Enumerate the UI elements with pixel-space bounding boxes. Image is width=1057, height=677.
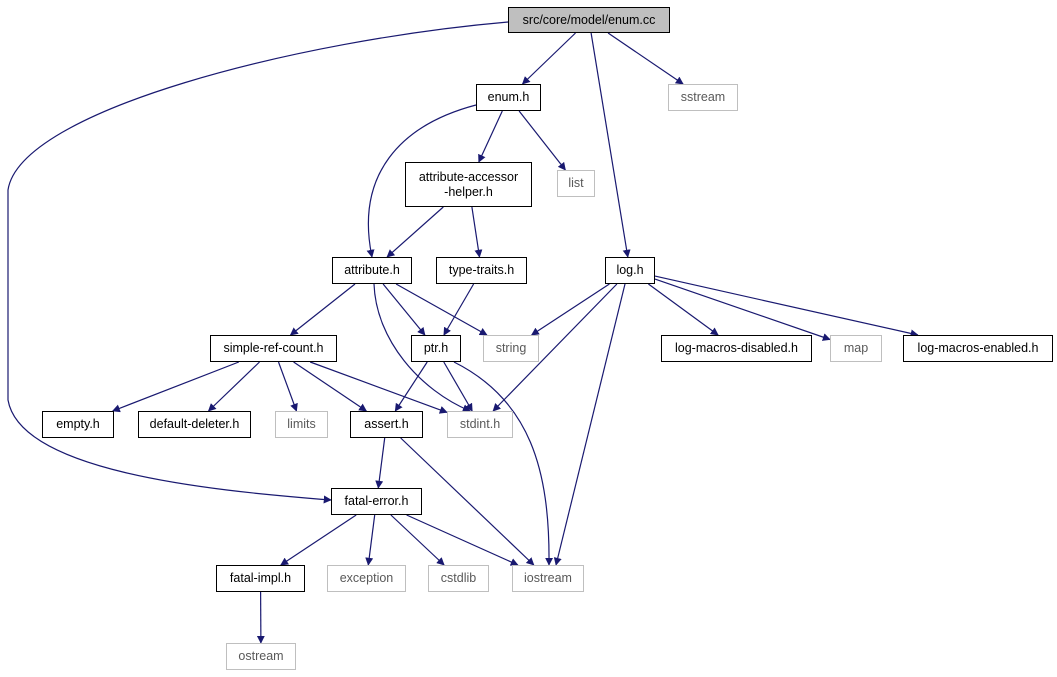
node-string: string — [483, 335, 539, 362]
node-label: fatal-error.h — [344, 494, 409, 508]
edge-ptr-h-to-assert-h — [394, 361, 428, 412]
node-label: type-traits.h — [448, 263, 515, 277]
node-label: list — [568, 176, 584, 190]
node-log-h[interactable]: log.h — [605, 257, 655, 284]
node-attribute-h[interactable]: attribute.h — [332, 257, 412, 284]
node-ostream: ostream — [226, 643, 296, 670]
edge-log-h-to-stdint-h — [492, 283, 618, 412]
node-stdint-h: stdint.h — [447, 411, 513, 438]
node-label: iostream — [524, 571, 572, 585]
edge-enum-h-to-attribute-accessor-helper-h — [478, 110, 503, 163]
edge-fatal-error-h-to-exception — [365, 514, 376, 566]
edge-enum-cc-to-sstream — [607, 32, 684, 85]
node-enum-h[interactable]: enum.h — [476, 84, 541, 111]
node-ptr-h[interactable]: ptr.h — [411, 335, 461, 362]
node-empty-h[interactable]: empty.h — [42, 411, 114, 438]
edge-attribute-h-to-ptr-h — [382, 283, 426, 336]
node-attribute-accessor-helper-h[interactable]: attribute-accessor -helper.h — [405, 162, 532, 207]
edge-simple-ref-count-h-to-limits — [277, 361, 298, 412]
node-label: src/core/model/enum.cc — [522, 12, 656, 27]
node-label: string — [495, 341, 527, 355]
edge-enum-h-to-list — [518, 110, 566, 171]
node-label: enum.h — [487, 90, 530, 104]
edge-fatal-error-h-to-fatal-impl-h — [280, 514, 357, 566]
edge-simple-ref-count-h-to-assert-h — [293, 361, 368, 412]
node-label: attribute.h — [344, 263, 400, 277]
edge-log-h-to-string — [530, 283, 610, 336]
node-fatal-impl-h[interactable]: fatal-impl.h — [216, 565, 305, 592]
node-label: assert.h — [364, 417, 409, 431]
node-enum-cc[interactable]: src/core/model/enum.cc — [508, 7, 670, 33]
node-label-line1: attribute-accessor — [418, 169, 519, 184]
node-label: sstream — [680, 90, 726, 104]
node-label: log-macros-enabled.h — [917, 341, 1039, 355]
node-simple-ref-count-h[interactable]: simple-ref-count.h — [210, 335, 337, 362]
edge-simple-ref-count-h-to-stdint-h — [309, 361, 448, 414]
edge-log-h-to-log-macros-enabled-h — [654, 275, 919, 338]
node-label: stdint.h — [459, 417, 501, 431]
node-label: cstdlib — [440, 571, 477, 585]
edge-enum-cc-to-log-h — [590, 32, 631, 258]
node-label: exception — [339, 571, 394, 585]
node-assert-h[interactable]: assert.h — [350, 411, 423, 438]
edge-log-h-to-map — [654, 278, 831, 341]
node-map: map — [830, 335, 882, 362]
edge-simple-ref-count-h-to-empty-h — [111, 361, 240, 413]
node-exception: exception — [327, 565, 406, 592]
node-iostream: iostream — [512, 565, 584, 592]
node-label: fatal-impl.h — [229, 571, 292, 585]
edge-enum-cc-to-fatal-error-h — [7, 21, 509, 504]
node-label: log-macros-disabled.h — [675, 341, 798, 355]
edge-type-traits-h-to-ptr-h — [443, 283, 475, 336]
node-label: default-deleter.h — [149, 417, 240, 431]
node-label: ostream — [238, 649, 284, 663]
node-cstdlib: cstdlib — [428, 565, 489, 592]
node-label: log.h — [616, 263, 644, 277]
node-limits: limits — [275, 411, 328, 438]
edge-attribute-accessor-helper-h-to-attribute-h — [386, 206, 444, 258]
node-log-macros-enabled-h[interactable]: log-macros-enabled.h — [903, 335, 1053, 362]
edge-enum-h-to-attribute-h — [366, 104, 477, 258]
node-sstream: sstream — [668, 84, 738, 111]
node-label: ptr.h — [423, 341, 449, 355]
edge-log-h-to-iostream — [553, 283, 626, 566]
node-label: map — [843, 341, 869, 355]
node-label: empty.h — [56, 417, 100, 431]
edge-ptr-h-to-iostream — [453, 361, 554, 566]
edge-simple-ref-count-h-to-default-deleter-h — [207, 361, 260, 412]
node-fatal-error-h[interactable]: fatal-error.h — [331, 488, 422, 515]
edge-attribute-h-to-stdint-h — [373, 283, 471, 412]
edge-attribute-h-to-simple-ref-count-h — [289, 283, 356, 336]
edge-assert-h-to-fatal-error-h — [375, 437, 386, 489]
edge-enum-cc-to-enum-h — [521, 32, 576, 85]
edge-fatal-error-h-to-iostream — [406, 514, 519, 566]
edge-ptr-h-to-stdint-h — [443, 361, 473, 412]
node-label: simple-ref-count.h — [223, 341, 324, 355]
node-label-line2: -helper.h — [444, 184, 493, 199]
edge-fatal-error-h-to-cstdlib — [390, 514, 445, 566]
node-label: limits — [287, 417, 316, 431]
edge-attribute-h-to-string — [395, 283, 488, 336]
node-log-macros-disabled-h[interactable]: log-macros-disabled.h — [661, 335, 812, 362]
node-type-traits-h[interactable]: type-traits.h — [436, 257, 527, 284]
edge-attribute-accessor-helper-h-to-type-traits-h — [471, 206, 483, 258]
edge-log-h-to-log-macros-disabled-h — [648, 283, 719, 336]
node-list: list — [557, 170, 595, 197]
edge-assert-h-to-iostream — [400, 437, 535, 566]
node-default-deleter-h[interactable]: default-deleter.h — [138, 411, 251, 438]
